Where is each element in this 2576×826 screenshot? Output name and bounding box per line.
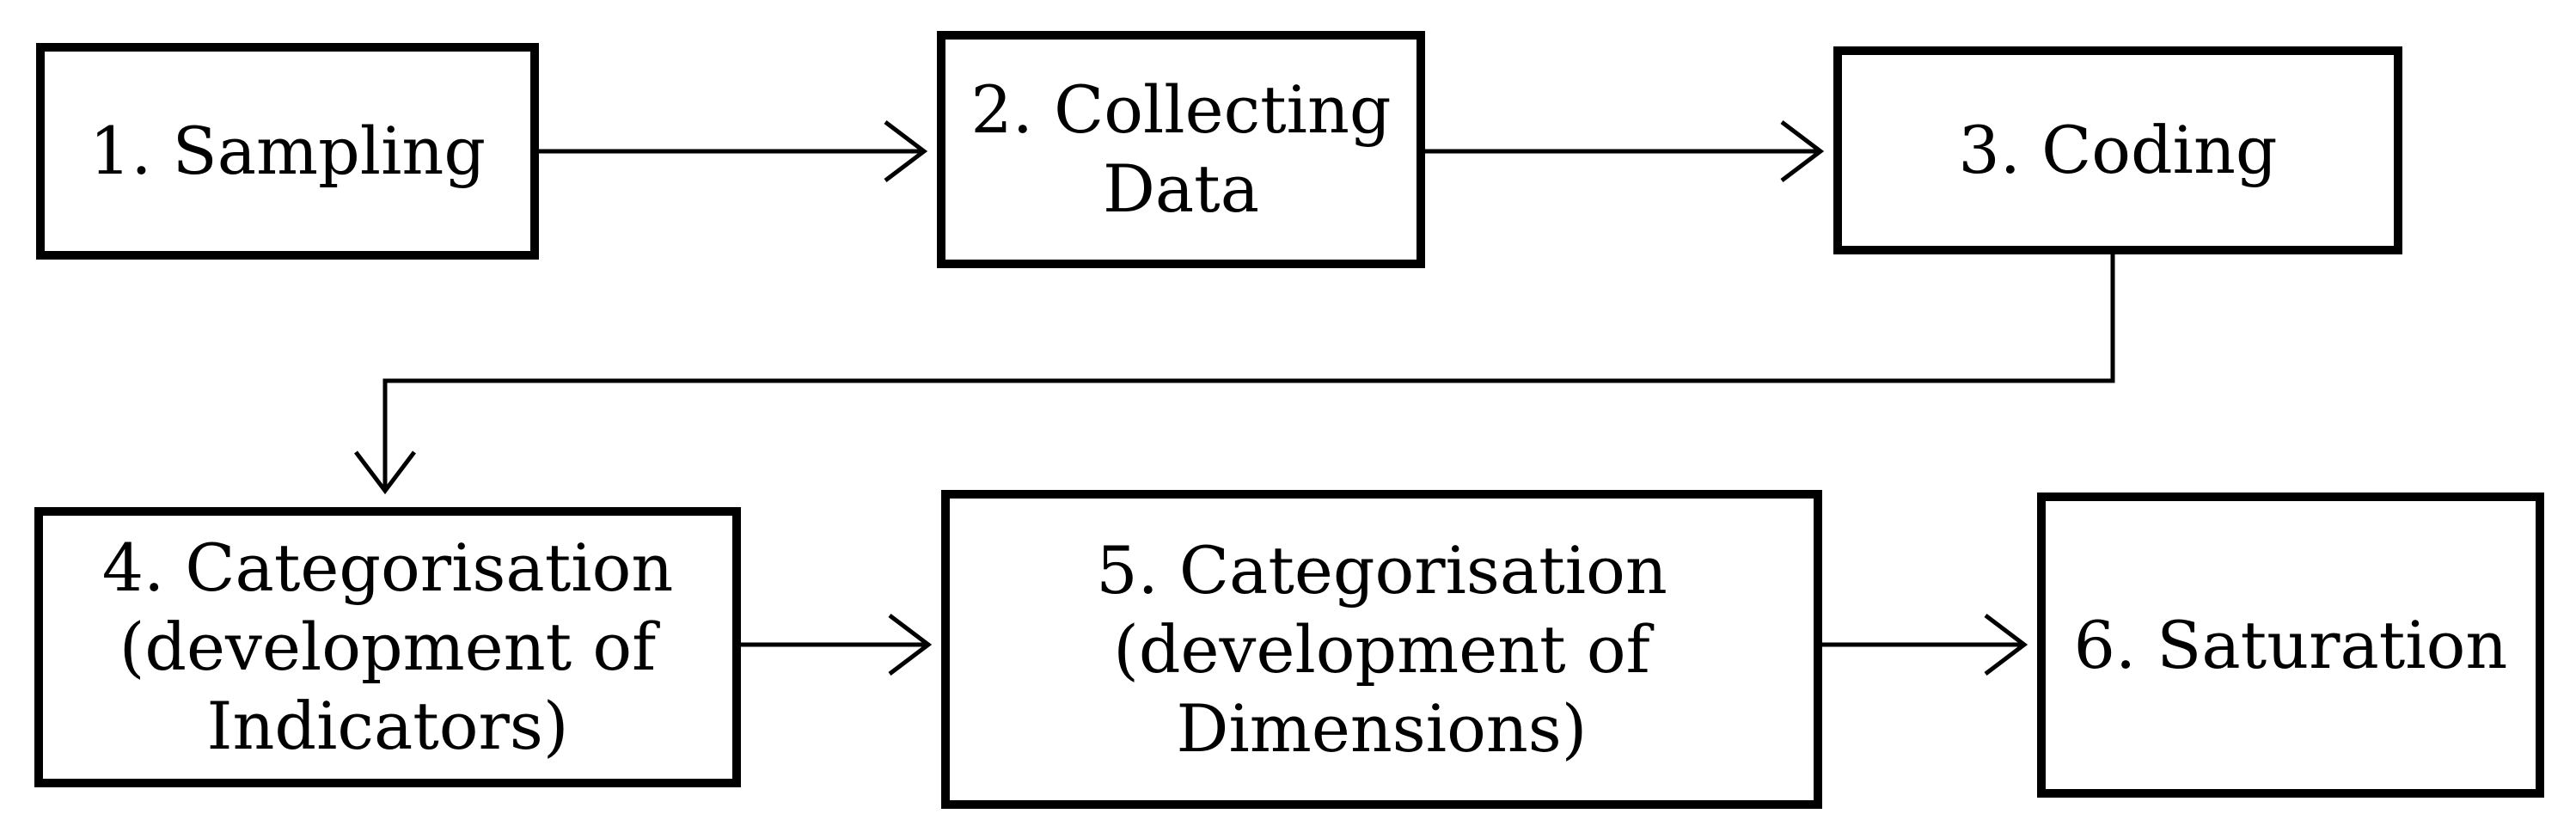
arrow-coding-to-categorisation-indicators <box>354 254 2115 495</box>
step-saturation-label: 6. Saturation <box>2073 606 2508 683</box>
step-categorisation-indicators-label: 4. Categorisation (development of Indica… <box>101 529 674 764</box>
step-sampling-box: 1. Sampling <box>36 43 539 260</box>
step-collecting-data-box: 2. Collecting Data <box>937 31 1425 268</box>
step-categorisation-indicators-box: 4. Categorisation (development of Indica… <box>34 507 741 787</box>
step-sampling-label: 1. Sampling <box>89 113 486 189</box>
arrow-collecting-to-coding <box>1425 120 1825 182</box>
step-categorisation-dimensions-box: 5. Categorisation (development of Dimens… <box>941 490 1822 809</box>
arrow-indicators-to-dimensions <box>741 614 933 676</box>
arrow-sampling-to-collecting <box>539 120 928 182</box>
step-coding-box: 3. Coding <box>1833 46 2402 254</box>
step-saturation-box: 6. Saturation <box>2037 493 2544 798</box>
arrow-dimensions-to-saturation <box>1822 614 2028 676</box>
step-coding-label: 3. Coding <box>1958 112 2278 188</box>
step-collecting-data-label: 2. Collecting Data <box>970 71 1392 227</box>
step-categorisation-dimensions-label: 5. Categorisation (development of Dimens… <box>1096 531 1667 767</box>
